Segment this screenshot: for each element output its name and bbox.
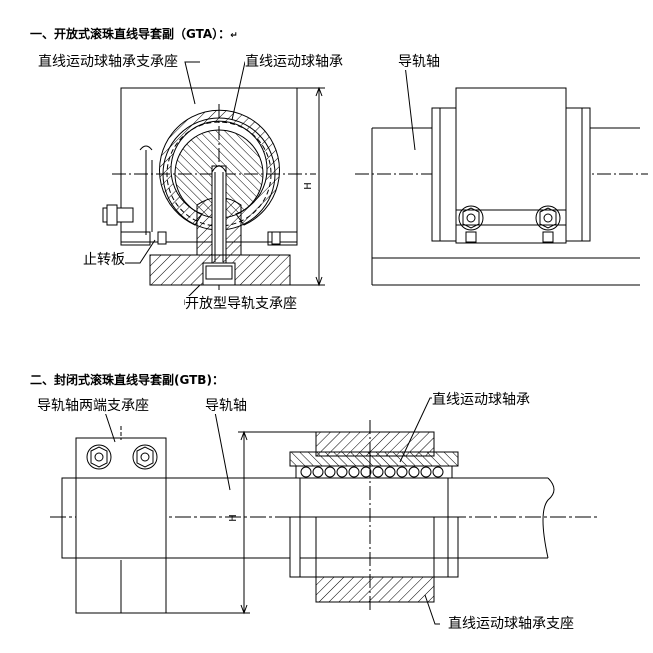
center-bolt (211, 165, 227, 267)
gtb-bearing-housing (289, 516, 459, 578)
section1-title-text: 一、开放式滚珠直线导套副（GTA）： (30, 27, 231, 41)
stop-plate (139, 145, 153, 235)
side-bolt-left (458, 205, 484, 243)
gta-front-view (102, 86, 325, 290)
housing-lower-left-step (120, 231, 151, 246)
ball-bearing-outer-ring (159, 109, 280, 226)
bolt-tip (211, 165, 227, 173)
label-gtb-ball-bearing: 直线运动球轴承 (432, 392, 530, 408)
gtb-balls (300, 466, 444, 478)
gtb-view (50, 420, 600, 615)
gta-height-symbol: H (302, 182, 314, 190)
label-guide-shaft: 导轨轴 (398, 54, 440, 70)
label-open-support: 开放型导轨支承座 (185, 296, 297, 312)
gtb-height-symbol: H (227, 514, 239, 522)
side-bolt-right (535, 205, 561, 243)
label-gtb-bearing-housing: 直线运动球轴承支座 (448, 616, 574, 632)
label-bearing-housing: 直线运动球轴承支承座 (38, 54, 178, 70)
end-support-bolt-left (86, 444, 112, 470)
label-stop-plate: 止转板 (83, 252, 125, 268)
housing-lower-right-step (267, 231, 298, 246)
side-bearing-housing (455, 87, 567, 244)
return-mark: ↵ (230, 31, 238, 41)
section2-title: 二、封闭式滚珠直线导套副(GTB)： (30, 373, 224, 387)
label-ball-bearing: 直线运动球轴承 (245, 54, 343, 70)
gta-side-view (355, 87, 648, 286)
section1-title: 一、开放式滚珠直线导套副（GTA）：↵ (30, 25, 238, 42)
label-end-support: 导轨轴两端支承座 (37, 398, 149, 414)
label-gtb-guide-shaft: 导轨轴 (205, 398, 247, 414)
end-support-bolt-right (132, 444, 158, 470)
